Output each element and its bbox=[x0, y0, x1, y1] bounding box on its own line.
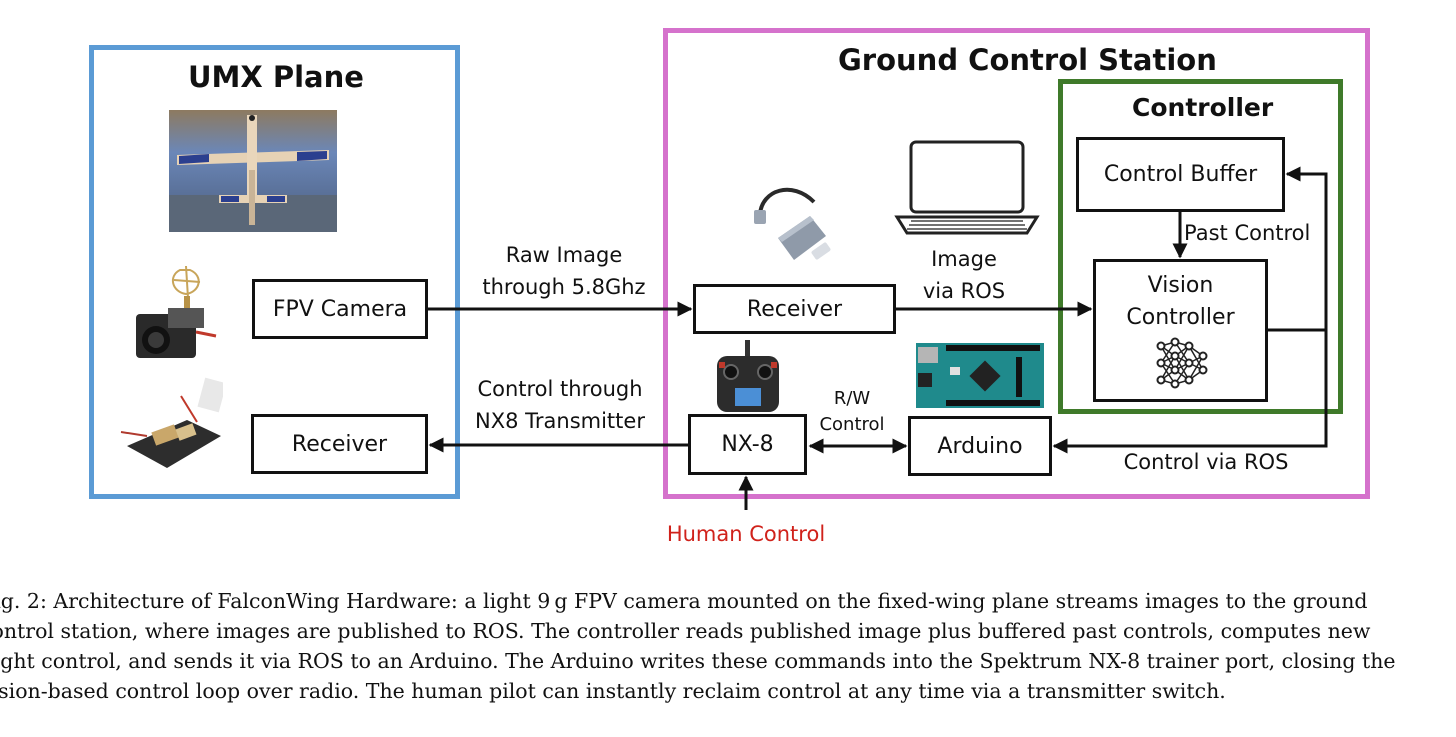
caption-line-4: vision-based control loop over radio. Th… bbox=[0, 679, 1226, 703]
gcs-receiver-box: Receiver bbox=[693, 284, 896, 334]
caption-line-3: flight control, and sends it via ROS to … bbox=[0, 649, 1396, 673]
control-buffer-box: Control Buffer bbox=[1076, 137, 1285, 212]
umx-plane-title: UMX Plane bbox=[188, 60, 364, 94]
caption-line-2: control station, where images are publis… bbox=[0, 619, 1371, 643]
arduino-box: Arduino bbox=[908, 416, 1052, 476]
arduino-board-icon bbox=[916, 343, 1044, 408]
vision-controller-label-1: Vision bbox=[1147, 273, 1214, 298]
umx-plane-group bbox=[89, 45, 460, 499]
controller-output-line bbox=[1268, 166, 1328, 332]
neural-network-icon bbox=[1155, 336, 1209, 390]
caption-line-1: Fig. 2: Architecture of FalconWing Hardw… bbox=[0, 589, 1368, 613]
figure-caption: Fig. 2: Architecture of FalconWing Hardw… bbox=[0, 586, 1456, 706]
ground-control-station-group bbox=[663, 28, 1370, 499]
image-via-ros-label: Image via ROS bbox=[922, 247, 1006, 303]
rw-control-label: R/W Control bbox=[819, 388, 885, 435]
transmitter-icon bbox=[713, 340, 783, 414]
raw-image-label: Raw Image through 5.8Ghz bbox=[482, 243, 646, 299]
vision-controller-label-2: Controller bbox=[1126, 305, 1235, 330]
architecture-diagram: UMX Plane bbox=[89, 28, 1370, 546]
connection-lines bbox=[428, 166, 1328, 510]
vision-controller-box: Vision Controller bbox=[1093, 259, 1268, 402]
laptop-icon bbox=[893, 139, 1041, 237]
control-via-ros-label: Control via ROS bbox=[1123, 450, 1289, 474]
fpv-camera-photo bbox=[128, 262, 220, 366]
human-control-label: Human Control bbox=[666, 522, 826, 546]
fpv-camera-box: FPV Camera bbox=[252, 279, 428, 339]
control-via-ros-arrow bbox=[1052, 330, 1328, 454]
plane-photo bbox=[169, 110, 337, 232]
usb-capture-card-icon bbox=[752, 180, 834, 268]
plane-receiver-box: Receiver bbox=[251, 414, 428, 474]
controller-group bbox=[1058, 79, 1343, 414]
controller-title: Controller bbox=[1132, 93, 1274, 122]
gcs-title: Ground Control Station bbox=[838, 43, 1217, 77]
receiver-board-photo bbox=[117, 376, 227, 478]
nx8-box: NX-8 bbox=[688, 414, 807, 475]
control-transmitter-label: Control through NX8 Transmitter bbox=[475, 377, 645, 433]
past-control-label: Past Control bbox=[1184, 221, 1311, 245]
